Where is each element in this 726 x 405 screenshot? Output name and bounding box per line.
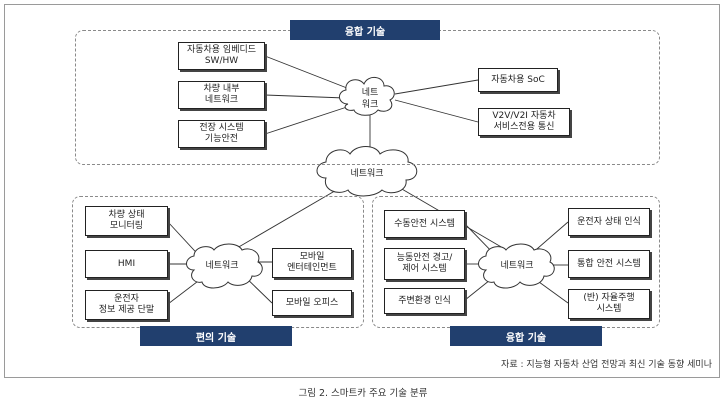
top-network-cloud bbox=[339, 77, 395, 116]
right-hub-label: 네트워크 bbox=[500, 260, 533, 271]
box-environment-perception: 주변환경 인식 bbox=[384, 288, 465, 314]
box-electrical-functional-safety: 전장 시스템 기능안전 bbox=[178, 120, 265, 148]
box-embedded-swhw: 자동차용 임베디드 SW/HW bbox=[178, 42, 265, 70]
box-automotive-soc: 자동차용 SoC bbox=[478, 68, 558, 92]
source-note: 자료 : 지능형 자동차 산업 전망과 최신 기술 동향 세미나 bbox=[501, 360, 712, 370]
top-group-title: 융합 기술 bbox=[290, 20, 440, 40]
right-group-title: 융합 기술 bbox=[450, 326, 602, 346]
box-driver-info-terminal: 운전자 정보 제공 단말 bbox=[85, 290, 168, 320]
box-driver-state-recognition: 운전자 상태 인식 bbox=[568, 208, 650, 236]
box-v2v-v2i: V2V/V2I 자동차 서비스전용 통신 bbox=[478, 108, 570, 136]
top-group-frame bbox=[75, 30, 660, 165]
center-hub-label: 네트워크 bbox=[350, 168, 383, 179]
edge-top-3 bbox=[264, 105, 351, 135]
top-hub-label-line1: 네트 bbox=[362, 87, 379, 98]
box-integrated-safety: 통합 안전 시스템 bbox=[568, 250, 650, 278]
right-network-cloud bbox=[478, 243, 555, 289]
left-group-title: 편의 기술 bbox=[140, 326, 292, 346]
left-hub-label: 네트워크 bbox=[205, 260, 238, 271]
figure-caption: 그림 2. 스마트카 주요 기술 분류 bbox=[298, 388, 428, 399]
box-vehicle-status-monitoring: 차량 상태 모니터링 bbox=[85, 206, 168, 236]
box-mobile-office: 모바일 오피스 bbox=[272, 290, 352, 316]
edge-top-4 bbox=[394, 79, 479, 95]
edge-top-5 bbox=[394, 99, 479, 123]
center-network-cloud bbox=[316, 146, 418, 197]
box-autonomous-driving: (반) 자율주행 시스템 bbox=[568, 289, 650, 319]
box-hmi: HMI bbox=[85, 250, 168, 278]
box-in-vehicle-network: 차량 내부 네트워크 bbox=[178, 81, 265, 109]
top-hub-label-line2: 워크 bbox=[362, 99, 379, 110]
box-passive-safety: 수동안전 시스템 bbox=[384, 210, 465, 238]
box-active-safety: 능동안전 경고/ 제어 시스템 bbox=[384, 248, 465, 280]
box-mobile-entertainment: 모바일 엔터테인먼트 bbox=[272, 248, 352, 278]
edge-top-2 bbox=[264, 94, 346, 99]
left-network-cloud bbox=[186, 243, 263, 289]
